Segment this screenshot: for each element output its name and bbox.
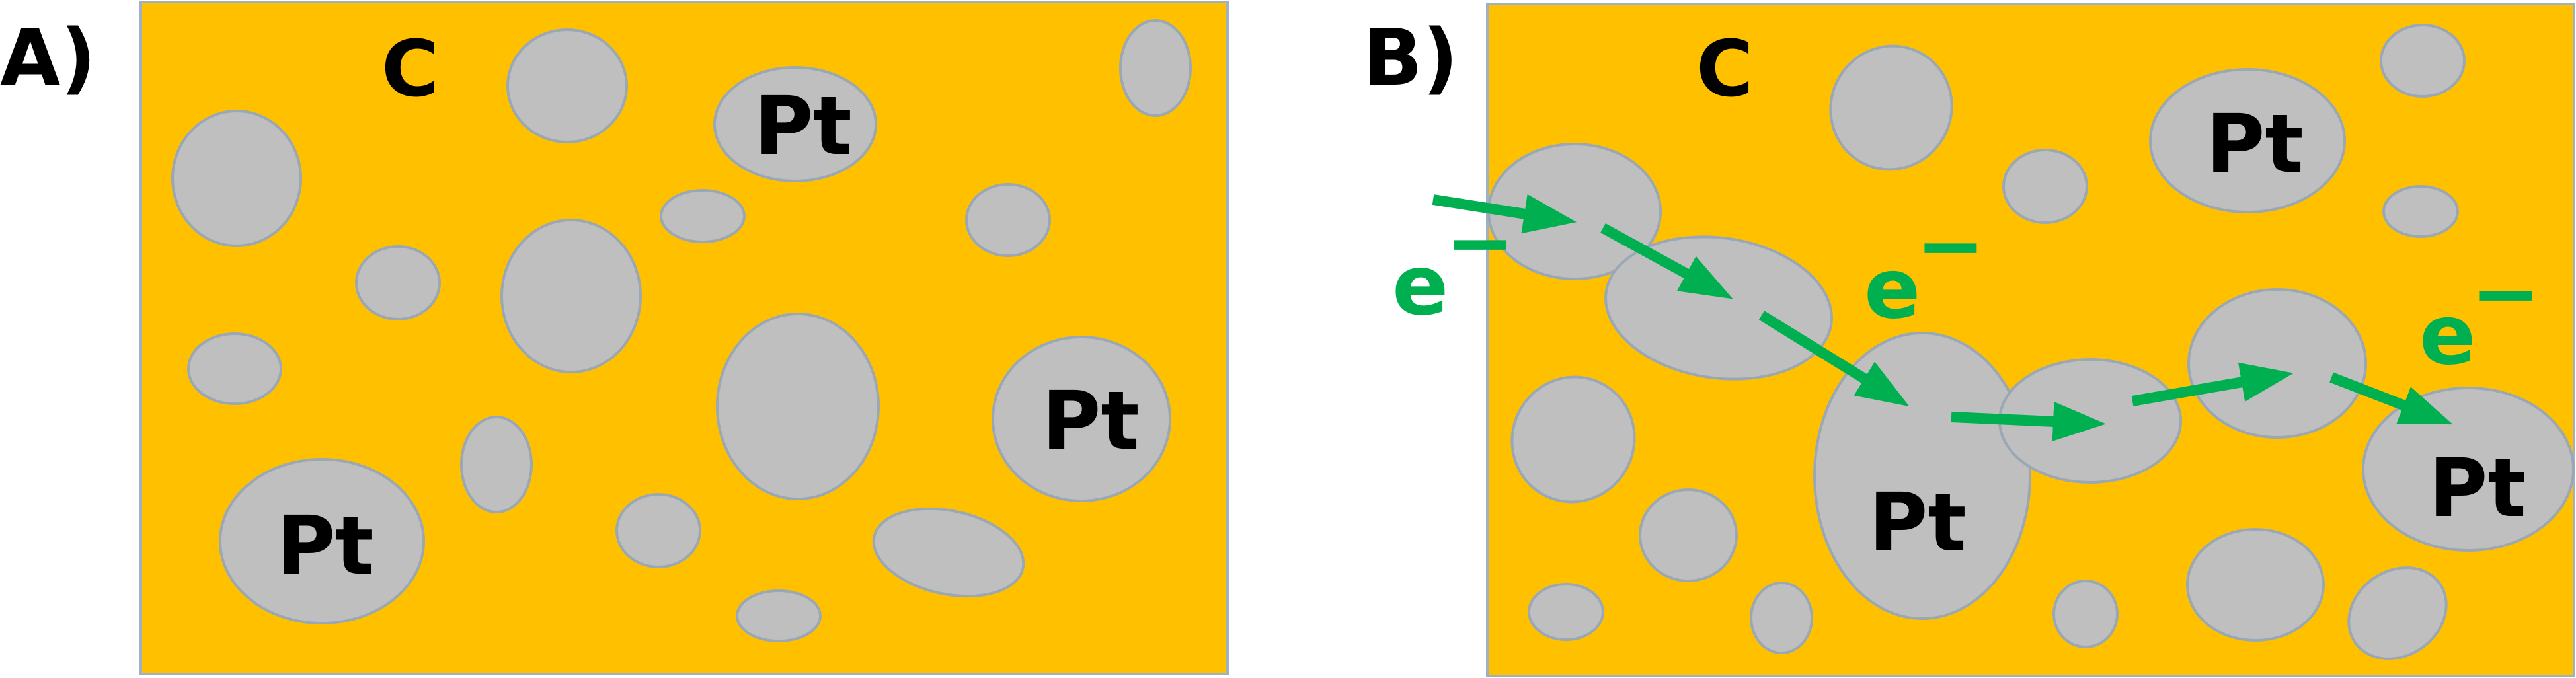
electron-arrow [1600, 223, 1733, 299]
electron-symbol: e [1864, 240, 1920, 337]
pt-particle [2380, 24, 2466, 98]
pt-particle [355, 245, 441, 320]
pt-particle [2187, 288, 2367, 439]
pt-particle [660, 189, 746, 243]
electron-charge: − [1916, 197, 1986, 294]
panel-a-pt-label: Pt [754, 79, 852, 173]
panel-b-pt-label: Pt [2206, 97, 2304, 191]
electron-symbol: e [1392, 237, 1448, 334]
pt-particle [2149, 68, 2346, 213]
electron-arrow [2131, 362, 2294, 406]
pt-particle [1528, 583, 1604, 641]
electron-label: e − [1864, 197, 1986, 337]
panel-b: B) C Pt Pt Pt [1363, 3, 2575, 677]
pt-particle [1639, 488, 1738, 582]
electron-label: e − [1392, 194, 1515, 334]
panel-b-pt-label: Pt [1869, 476, 1967, 570]
panel-b-pt-label: Pt [2429, 441, 2526, 535]
electron-arrow [2329, 372, 2453, 425]
pt-particle [1750, 582, 1813, 654]
panel-a-carbon-label: C [381, 23, 439, 114]
panel-b-label: B) [1363, 12, 1458, 103]
electron-path [1432, 194, 2453, 441]
pt-particle [500, 219, 642, 373]
electron-arrow [1951, 401, 2106, 441]
pt-particle [2347, 566, 2448, 660]
pt-particle [219, 458, 425, 624]
pt-particle [460, 416, 533, 513]
pt-particle [615, 493, 701, 568]
pt-particle [1119, 19, 1192, 117]
pt-particle [1510, 375, 1636, 504]
panel-a-label: A) [0, 12, 96, 103]
panel-b-carbon-label: C [1696, 23, 1754, 114]
electron-charge: − [2471, 245, 2541, 342]
pt-particle [1604, 235, 1833, 381]
pt-particle [872, 507, 1025, 598]
electron-symbol: e [2419, 286, 2476, 383]
panel-a-particles [171, 19, 1192, 642]
pt-particle [1829, 44, 1953, 171]
pt-particle [2052, 580, 2119, 648]
pt-particle [992, 336, 1171, 502]
pt-particle [965, 183, 1051, 257]
electron-label: e − [2419, 245, 2541, 383]
panel-a-pt-label: Pt [1042, 374, 1140, 468]
pt-particle [2382, 185, 2459, 238]
pt-particle [716, 313, 880, 500]
electron-arrow [1432, 194, 1577, 234]
pt-particle [506, 28, 628, 143]
pt-particle [187, 332, 282, 405]
pt-particle [713, 66, 877, 182]
pt-particle [2002, 149, 2088, 224]
panel-a: A) C Pt Pt Pt [0, 1, 1229, 675]
electron-arrow [1758, 311, 1910, 406]
pt-particle [171, 110, 302, 247]
pt-particle [2186, 528, 2325, 642]
pt-particle [736, 589, 822, 642]
panel-a-pt-label: Pt [276, 499, 374, 593]
electron-charge: − [1445, 194, 1515, 291]
pt-particle [2362, 387, 2575, 552]
